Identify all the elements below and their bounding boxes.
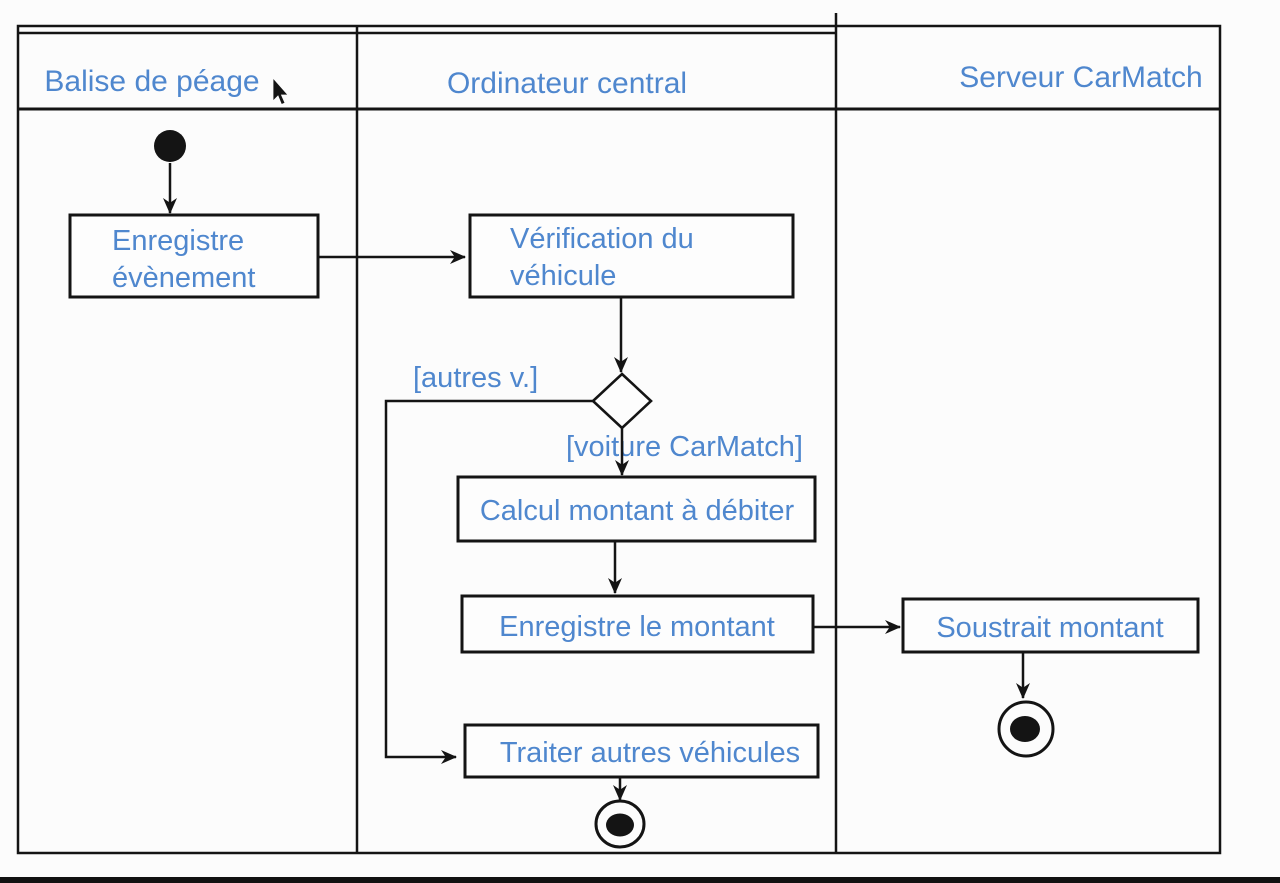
activity-label-line2: véhicule <box>510 260 616 292</box>
activity-label: Enregistre le montant <box>499 611 775 643</box>
activity-label: Traiter autres véhicules <box>500 737 800 769</box>
lane-header-balise-de-peage: Balise de péage <box>44 65 259 98</box>
final-node-serveur-icon[interactable] <box>997 700 1055 758</box>
edge-decision-to-traiter <box>384 399 593 764</box>
guard-autres-v: [autres v.] <box>413 362 538 394</box>
activity-box[interactable] <box>68 213 320 299</box>
activity-box[interactable] <box>460 594 815 654</box>
activity-enregistre-evenement[interactable]: Enregistre évènement <box>68 213 320 299</box>
activity-verification-vehicule[interactable]: Vérification du véhicule <box>468 213 795 299</box>
final-node-ordinateur-icon[interactable] <box>594 799 646 849</box>
final-node-inner-dot <box>1010 716 1040 742</box>
lane-header-ordinateur-central: Ordinateur central <box>447 67 687 100</box>
bottom-letterbox-bar <box>0 877 1280 883</box>
activity-enregistre-montant[interactable]: Enregistre le montant <box>460 594 815 654</box>
activity-box[interactable] <box>468 213 795 299</box>
swimlane-frame <box>16 13 1222 855</box>
outer-frame <box>16 24 1222 855</box>
activity-box[interactable] <box>463 723 820 779</box>
activity-soustrait-montant[interactable]: Soustrait montant <box>901 597 1200 654</box>
final-node-outer-ring <box>594 799 646 849</box>
activity-label-line2: évènement <box>112 262 256 294</box>
activity-calcul-montant[interactable]: Calcul montant à débiter <box>456 475 817 543</box>
activity-label-line1: Vérification du <box>510 223 694 255</box>
cursor-icon <box>272 76 289 106</box>
activity-label: Calcul montant à débiter <box>480 495 795 527</box>
start-node-icon[interactable] <box>154 130 186 162</box>
activity-label-line1: Enregistre <box>112 225 244 257</box>
final-node-inner-dot <box>606 813 634 837</box>
guard-voiture-carmatch: [voiture CarMatch] <box>566 431 803 463</box>
final-node-outer-ring <box>997 700 1055 758</box>
activity-label: Soustrait montant <box>936 612 1163 644</box>
lane-header-serveur-carmatch: Serveur CarMatch <box>959 61 1202 94</box>
activity-box[interactable] <box>901 597 1200 654</box>
activity-traiter-autres-vehicules[interactable]: Traiter autres véhicules <box>463 723 820 779</box>
activity-box[interactable] <box>456 475 817 543</box>
